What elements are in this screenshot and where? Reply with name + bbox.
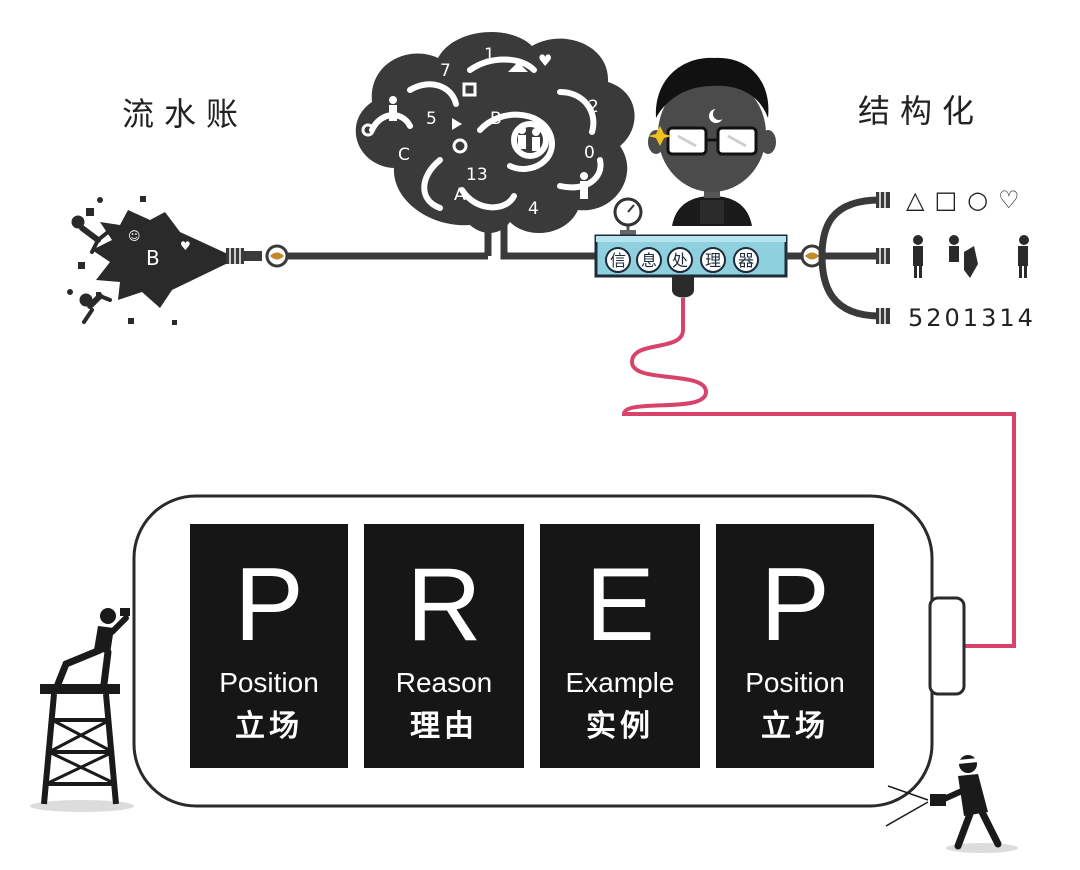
prep-card: R Reason 理由 xyxy=(364,524,524,768)
card-cn: 理由 xyxy=(410,709,478,744)
svg-text:♥: ♥ xyxy=(538,51,552,70)
svg-text:♥: ♥ xyxy=(180,239,191,253)
output-shapes: △□○♡ xyxy=(906,186,1030,214)
card-cn: 实例 xyxy=(586,709,654,744)
brain-symbol: 7 xyxy=(440,61,451,81)
splash-letter: B xyxy=(146,246,160,270)
brain-symbol: 0 xyxy=(584,143,595,163)
brain-symbol: 4 xyxy=(528,199,539,219)
brain-symbol: 13 xyxy=(466,165,488,185)
processor-char: 器 xyxy=(738,251,754,270)
output-digits: 5201314 xyxy=(908,304,1036,332)
brain-icon: 7 1 5 B 2 0 C 13 A 4 ♥ xyxy=(355,32,635,234)
card-word: Reason xyxy=(396,667,493,698)
label-stream: 流水账 xyxy=(122,95,248,133)
brain-symbol: C xyxy=(398,145,410,165)
prep-card: P Position 立场 xyxy=(716,524,874,768)
processor-buttons xyxy=(605,247,759,273)
card-word: Position xyxy=(745,667,845,698)
input-pipe xyxy=(226,205,600,268)
brain-symbol: 5 xyxy=(426,109,437,129)
card-letter: P xyxy=(760,547,829,663)
processor-char: 信 xyxy=(610,251,626,270)
card-cn: 立场 xyxy=(761,709,829,744)
prep-card: P Position 立场 xyxy=(190,524,348,768)
tower-figure-icon xyxy=(30,608,134,812)
output-pipe xyxy=(786,192,890,324)
card-letter: E xyxy=(585,547,654,663)
label-structured: 结构化 xyxy=(858,92,984,130)
card-letter: R xyxy=(406,547,481,663)
card-word: Position xyxy=(219,667,319,698)
card-cn: 立场 xyxy=(235,709,303,744)
thinker-character xyxy=(648,57,776,226)
output-figures-icon xyxy=(913,235,1029,278)
brain-symbol: A xyxy=(454,185,466,205)
brain-symbol: B xyxy=(490,109,502,129)
processor-char: 息 xyxy=(641,251,657,270)
falling-figure-icon xyxy=(71,215,110,254)
brain-symbol: 2 xyxy=(588,97,599,117)
worker-figure-icon xyxy=(885,755,1018,853)
splash-icon: B ♥ ☺ xyxy=(67,196,230,325)
prep-card: E Example 实例 xyxy=(540,524,700,768)
card-word: Example xyxy=(566,667,675,698)
svg-text:☺: ☺ xyxy=(128,229,141,243)
info-processor: 信 息 处 理 器 xyxy=(594,197,788,298)
processor-char: 处 xyxy=(672,251,688,270)
falling-figure-2-icon xyxy=(79,293,112,324)
red-wire xyxy=(621,298,1016,648)
processor-char: 理 xyxy=(705,251,721,270)
card-letter: P xyxy=(234,547,303,663)
brain-symbol: 1 xyxy=(484,45,495,65)
